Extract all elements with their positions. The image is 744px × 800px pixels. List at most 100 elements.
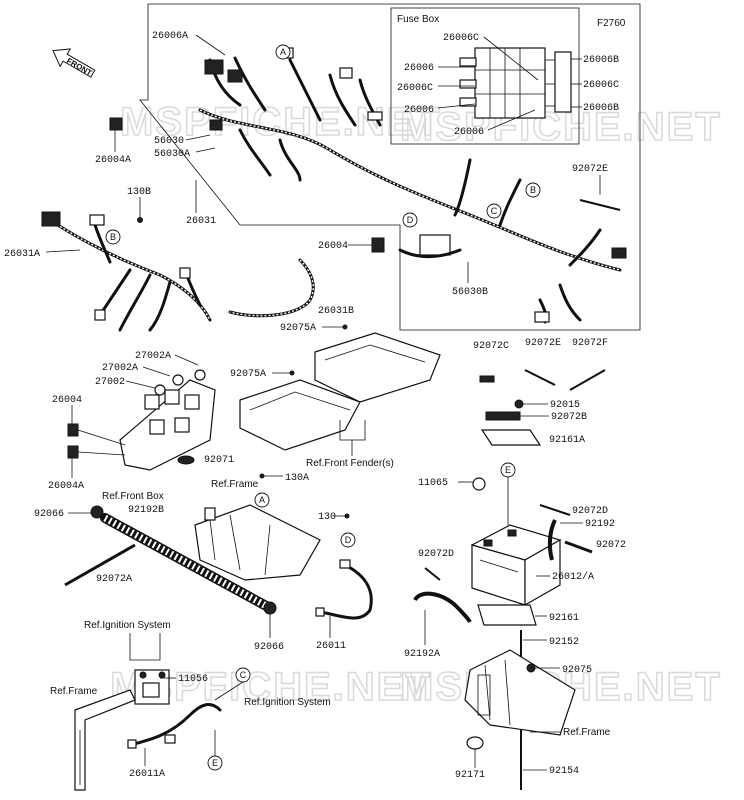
corrugated-tube-92192B xyxy=(100,513,275,613)
svg-text:B: B xyxy=(530,185,536,195)
cable-tie-92072E xyxy=(579,199,621,211)
fuse-box-title: Fuse Box xyxy=(397,14,439,25)
label-26004A-left: 26004A xyxy=(48,481,84,492)
leader xyxy=(185,134,211,141)
relay-26004-left xyxy=(67,423,79,437)
front-fender-left xyxy=(239,379,361,451)
nut-92075 xyxy=(526,663,536,673)
leader xyxy=(77,429,126,446)
label-92072E: 92072E xyxy=(572,164,608,175)
relay-26004 xyxy=(371,237,385,253)
label-26031: 26031 xyxy=(186,216,216,227)
battery-cable-26011 xyxy=(318,563,373,620)
label-92072D: 92072D xyxy=(572,506,608,517)
label-26006B: 26006B xyxy=(583,55,619,66)
callout-C-bottom: C xyxy=(235,667,251,683)
bolt-92075A xyxy=(289,370,295,376)
svg-text:E: E xyxy=(212,758,218,768)
terminal xyxy=(164,734,176,744)
label-56030B: 56030B xyxy=(452,287,488,298)
label-26006: 26006 xyxy=(404,105,434,116)
cable-tie-92072D xyxy=(539,504,571,516)
label-27002A: 27002A xyxy=(102,363,138,374)
front-box-bracket xyxy=(119,369,216,471)
relay-26004A-left xyxy=(67,445,79,459)
ref-ignition-system-2: Ref.Ignition System xyxy=(244,697,331,708)
callout-A-mid: A xyxy=(254,492,270,508)
label-92192A: 92192A xyxy=(404,649,440,660)
ref-ignition-system: Ref.Ignition System xyxy=(84,620,171,631)
label-26006C: 26006C xyxy=(397,83,433,94)
label-92161A: 92161A xyxy=(549,435,585,446)
bolt-130 xyxy=(344,513,350,519)
label-92192B: 92192B xyxy=(128,505,164,516)
boot-92192 xyxy=(547,519,557,561)
leader xyxy=(142,366,171,377)
label-27002: 27002 xyxy=(95,377,125,388)
leader xyxy=(45,249,81,253)
callout-D-mid: D xyxy=(340,532,356,548)
label-92066: 92066 xyxy=(34,509,64,520)
leader xyxy=(437,103,476,109)
figure-code: F2760 xyxy=(597,18,626,29)
battery-26012A xyxy=(470,524,562,607)
label-92075A: 92075A xyxy=(280,323,316,334)
label-26012A: 26012/A xyxy=(552,571,594,583)
label-11065: 11065 xyxy=(418,478,448,489)
label-26011A: 26011A xyxy=(129,769,165,780)
label-92171: 92171 xyxy=(455,770,485,781)
fuse-box-frame xyxy=(390,7,580,145)
label-11056: 11056 xyxy=(178,674,208,685)
cable-tie-92072 xyxy=(564,540,593,554)
svg-text:E: E xyxy=(505,465,511,475)
label-92075A: 92075A xyxy=(230,369,266,380)
label-92154: 92154 xyxy=(549,766,579,777)
terminal xyxy=(339,559,351,569)
label-92072A: 92072A xyxy=(96,574,132,585)
watermark: MSPFICHE.NET xyxy=(120,100,442,144)
boot-92192A xyxy=(413,591,472,623)
label-92192: 92192 xyxy=(585,519,615,530)
ignition-bracket xyxy=(134,669,170,705)
cable-tie-92072F xyxy=(569,369,606,391)
callout-C-top: C xyxy=(486,203,502,219)
label-92072E-mid: 92072E xyxy=(525,338,561,349)
label-26006: 26006 xyxy=(454,127,484,138)
clip-92072C xyxy=(479,375,495,383)
leader xyxy=(195,147,216,153)
label-92072C: 92072C xyxy=(473,341,509,352)
ref-frame-right: Ref.Frame xyxy=(563,727,611,738)
sub-harness-26031A xyxy=(41,211,212,332)
frame-bracket-mid xyxy=(194,504,321,581)
label-92075: 92075 xyxy=(562,665,592,676)
front-fender-right xyxy=(314,332,441,403)
callout-B-right: B xyxy=(525,182,541,198)
label-26004-left: 26004 xyxy=(52,395,82,406)
label-130A: 130A xyxy=(285,473,309,484)
starter-relay-assembly xyxy=(398,234,462,259)
svg-text:D: D xyxy=(345,535,352,545)
harness-26031B-inner xyxy=(229,259,314,317)
label-130B: 130B xyxy=(127,187,151,198)
label-130: 130 xyxy=(318,512,336,523)
bolt-92075A xyxy=(342,324,348,330)
callout-E-bottom: E xyxy=(207,755,223,771)
harness-group-outline xyxy=(139,3,641,331)
leader xyxy=(174,354,199,366)
cap-11065 xyxy=(472,477,486,491)
bolt-130A xyxy=(259,473,265,479)
fuse-box-body xyxy=(459,47,572,119)
svg-text:A: A xyxy=(280,47,286,57)
svg-text:A: A xyxy=(259,495,265,505)
ref-frame-left: Ref.Frame xyxy=(50,686,98,697)
grommet-92171 xyxy=(466,736,484,750)
label-26004A: 26004A xyxy=(95,155,131,166)
bracket-92072B xyxy=(485,411,521,421)
leader xyxy=(77,451,126,456)
ref-front-fenders: Ref.Front Fender(s) xyxy=(306,458,394,469)
label-26006C: 26006C xyxy=(583,80,619,91)
label-92072B: 92072B xyxy=(551,412,587,423)
label-56030: 56030 xyxy=(154,136,184,147)
label-27002A: 27002A xyxy=(135,351,171,362)
leader xyxy=(483,36,539,81)
